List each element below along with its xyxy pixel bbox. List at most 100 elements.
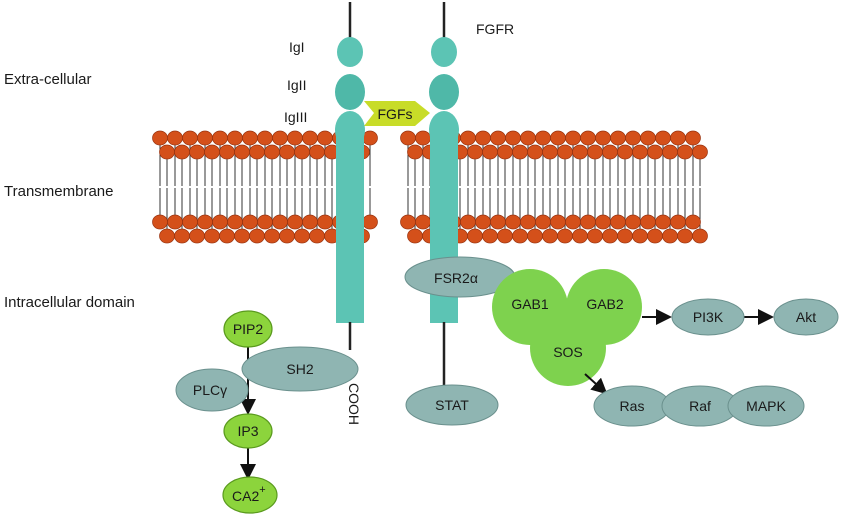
lipid-head bbox=[655, 130, 671, 146]
sos-label: SOS bbox=[553, 344, 583, 360]
lipid-head bbox=[317, 214, 333, 230]
lipid-head bbox=[617, 144, 633, 160]
lipid-head bbox=[662, 228, 678, 244]
lipid-head bbox=[677, 228, 693, 244]
pip2-label: PIP2 bbox=[233, 321, 264, 337]
lipid-head bbox=[535, 130, 551, 146]
arrow-sos-to-ras bbox=[584, 373, 608, 395]
lipid-head bbox=[595, 214, 611, 230]
lipid-head bbox=[264, 144, 280, 160]
lipid-head bbox=[294, 144, 310, 160]
lipid-head bbox=[602, 144, 618, 160]
lipid-head bbox=[527, 144, 543, 160]
ca2-node bbox=[222, 476, 278, 514]
lipid-head bbox=[572, 144, 588, 160]
receptor-right-ig3-domain bbox=[429, 111, 459, 149]
fgfs-label: FGFs bbox=[378, 106, 413, 122]
lipid-head bbox=[632, 144, 648, 160]
lipid-head bbox=[670, 214, 686, 230]
lipid-head bbox=[302, 214, 318, 230]
receptor-right-ig2-domain bbox=[429, 74, 459, 110]
lipid-head bbox=[287, 214, 303, 230]
ras-label: Ras bbox=[620, 398, 645, 414]
receptor-left-ig2-domain bbox=[335, 74, 365, 110]
mapk-label: MAPK bbox=[746, 398, 786, 414]
lipid-head bbox=[692, 228, 708, 244]
lipid-head bbox=[272, 130, 288, 146]
lipid-head bbox=[587, 228, 603, 244]
lipid-head bbox=[182, 130, 198, 146]
lipid-head bbox=[264, 228, 280, 244]
lipid-head bbox=[647, 144, 663, 160]
lipid-head bbox=[219, 144, 235, 160]
lipid-head bbox=[167, 214, 183, 230]
lipid-head bbox=[587, 144, 603, 160]
lipid-head bbox=[234, 228, 250, 244]
lipid-head bbox=[272, 214, 288, 230]
lipid-head bbox=[512, 228, 528, 244]
frs2alpha-label: FSR2α bbox=[434, 270, 478, 286]
lipid-head bbox=[557, 228, 573, 244]
lipid-head bbox=[317, 130, 333, 146]
plcgamma-label: PLCγ bbox=[193, 382, 227, 398]
sos-node bbox=[530, 310, 606, 386]
akt-label: Akt bbox=[796, 309, 816, 325]
akt-node bbox=[773, 298, 839, 336]
cooh-terminus-label: COOH bbox=[346, 383, 362, 425]
lipid-head bbox=[505, 214, 521, 230]
receptor-left-ig1-domain bbox=[337, 37, 363, 67]
lipid-head bbox=[625, 214, 641, 230]
lipid-head bbox=[497, 144, 513, 160]
gab-sos-complex: GAB1 GAB2 SOS bbox=[492, 269, 642, 386]
lipid-head bbox=[174, 228, 190, 244]
lipid-head bbox=[309, 144, 325, 160]
lipid-head bbox=[227, 214, 243, 230]
lipid-head bbox=[407, 144, 423, 160]
lipid-head bbox=[212, 214, 228, 230]
lipid-head bbox=[189, 144, 205, 160]
region-label-intracellular: Intracellular domain bbox=[4, 294, 135, 311]
lipid-head bbox=[640, 130, 656, 146]
lipid-head bbox=[565, 214, 581, 230]
pip2-node bbox=[223, 310, 273, 348]
ca2-superscript: + bbox=[259, 484, 265, 496]
plcgamma-node bbox=[175, 368, 249, 412]
lipid-head bbox=[610, 214, 626, 230]
lipid-head bbox=[580, 214, 596, 230]
lipid-head bbox=[152, 130, 168, 146]
fgfr-label: FGFR bbox=[476, 21, 514, 37]
lipid-head bbox=[550, 214, 566, 230]
mapk-node bbox=[727, 385, 805, 427]
lipid-head bbox=[219, 228, 235, 244]
lipid-head bbox=[482, 228, 498, 244]
lipid-head bbox=[640, 214, 656, 230]
lipid-head bbox=[460, 214, 476, 230]
lipid-head bbox=[475, 130, 491, 146]
fgfs-ligand bbox=[364, 101, 430, 126]
receptor-left bbox=[335, 37, 365, 350]
lipid-head bbox=[362, 214, 378, 230]
gab1-label: GAB1 bbox=[511, 296, 549, 312]
lipid-head bbox=[475, 214, 491, 230]
lipid-head bbox=[257, 130, 273, 146]
ip3-node bbox=[223, 413, 273, 449]
lipid-head bbox=[279, 144, 295, 160]
lipid-head bbox=[490, 214, 506, 230]
ig2-label: IgII bbox=[287, 77, 306, 93]
lipid-head bbox=[580, 130, 596, 146]
lipid-head bbox=[550, 130, 566, 146]
lipid-head bbox=[197, 130, 213, 146]
ig1-label: IgI bbox=[289, 39, 305, 55]
ca2-text: CA2 bbox=[232, 488, 259, 504]
lipid-head bbox=[595, 130, 611, 146]
lipid-head bbox=[227, 130, 243, 146]
lipid-head bbox=[415, 130, 431, 146]
lipid-head bbox=[692, 144, 708, 160]
lipid-head bbox=[625, 130, 641, 146]
lipid-head bbox=[512, 144, 528, 160]
sh2-node bbox=[241, 346, 359, 392]
lipid-head bbox=[565, 130, 581, 146]
lipid-head bbox=[182, 214, 198, 230]
lipid-head bbox=[685, 130, 701, 146]
